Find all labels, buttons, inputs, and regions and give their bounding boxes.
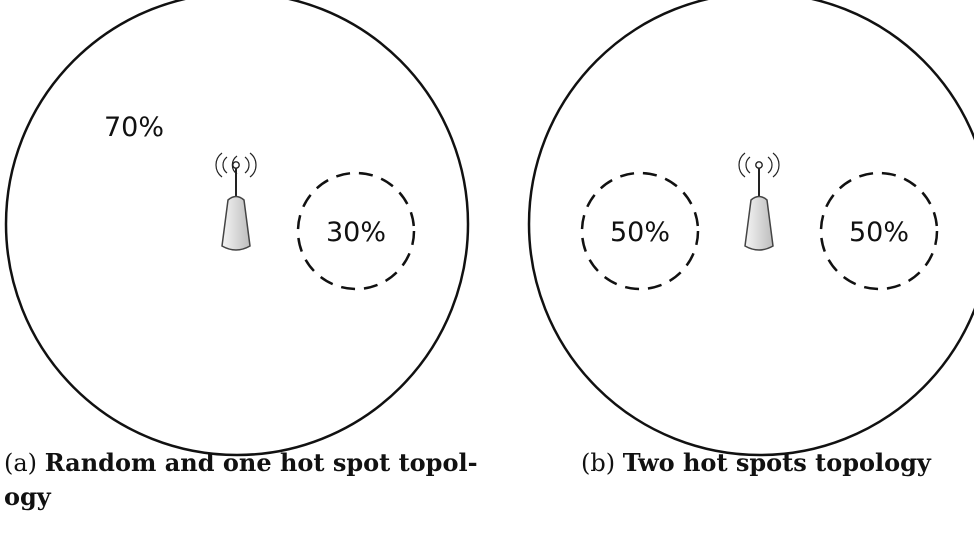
outer-area-percentage: 70% [104,112,164,143]
hotspot-circle [296,171,416,291]
antenna-icon [738,152,780,251]
caption-b-tag: (b) [581,449,616,477]
left-hotspot-circle [580,171,700,291]
hotspot-percentage: 30% [326,217,386,248]
caption-a-title-line1: Random and one hot spot topol- [44,448,478,477]
caption-b-title: Two hot spots topology [622,448,931,477]
right-hotspot-circle [819,171,939,291]
caption-a-tag: (a) [4,449,38,477]
left-hotspot-percentage: 50% [610,217,670,248]
caption-a-title-line2: ogy [4,482,51,511]
antenna-icon [215,152,257,251]
caption-a: (a) Random and one hot spot topol- ogy [4,446,478,514]
caption-b: (b) Two hot spots topology [581,446,931,480]
panel-a: 70% 30% [4,0,470,457]
panel-b: 50% 50% [527,0,974,457]
coverage-area-circle [4,0,470,457]
coverage-area-circle [527,0,974,457]
right-hotspot-percentage: 50% [849,217,909,248]
